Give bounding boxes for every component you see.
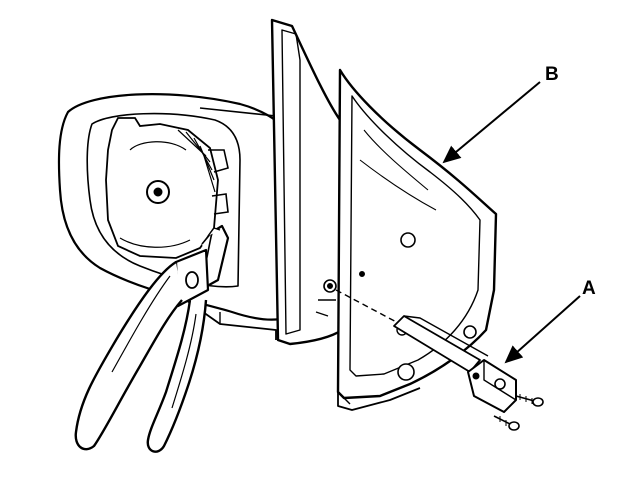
callout-A-leader (504, 295, 581, 364)
callout-label-A: A (582, 278, 596, 299)
callout-label-B: B (545, 64, 559, 85)
mirror-motor-plate (105, 117, 229, 259)
callout-B-leader (442, 81, 541, 164)
alignment-dashed-line (335, 289, 473, 363)
pliers-tool (74, 224, 230, 453)
connector-A (393, 315, 517, 413)
screw-lower (493, 415, 520, 431)
mirror-base-rear-panel (270, 18, 344, 346)
screw-upper (515, 394, 544, 407)
